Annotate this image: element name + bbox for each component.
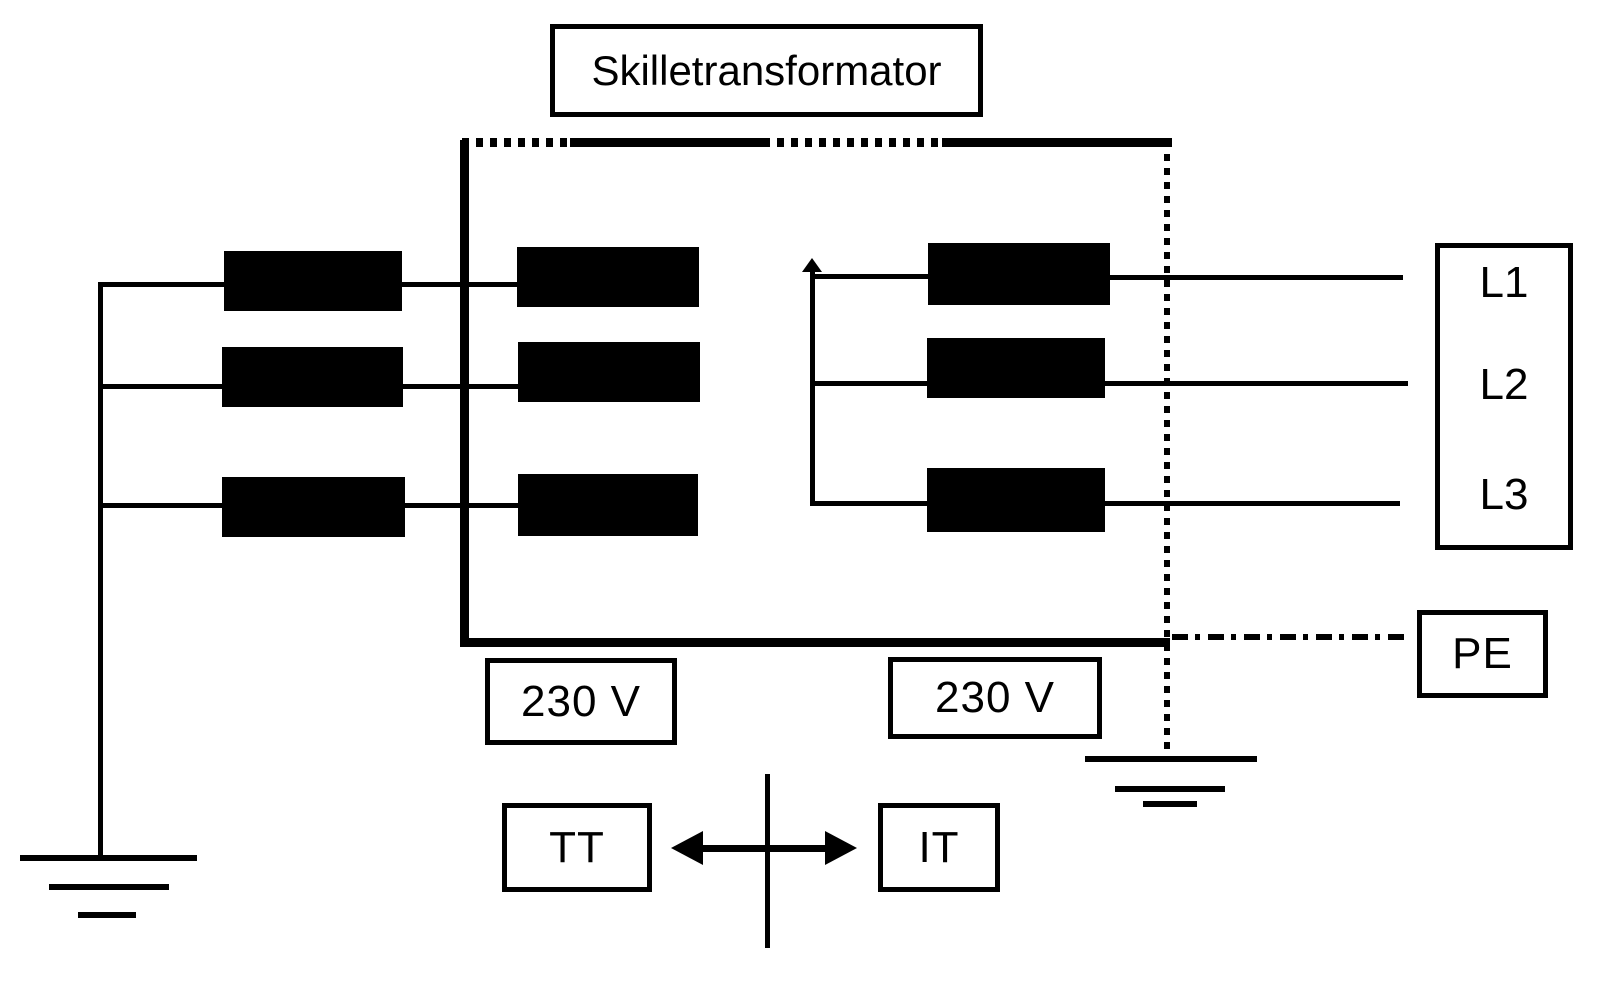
secondary-winding-1 [928, 243, 1110, 305]
selector-divider-line [765, 774, 770, 948]
secondary-voltage-label: 230 V [935, 673, 1055, 722]
supply-earth-bus [98, 282, 103, 857]
primary-link-line-3 [405, 503, 518, 508]
tt-system-label: TT [549, 822, 605, 872]
arrow-left-head-icon [671, 831, 703, 865]
supply-winding-3 [222, 477, 405, 537]
primary-winding-1 [517, 247, 699, 307]
arrow-right-head-icon [825, 831, 857, 865]
double-arrow-shaft [698, 845, 830, 852]
it-system-label: IT [918, 822, 960, 872]
left-earth-symbol-bar-1 [20, 855, 197, 861]
enclosure-bottom-edge [460, 638, 1170, 647]
enclosure-right-edge-dotted [1164, 140, 1170, 758]
primary-link-line-2 [403, 384, 518, 389]
primary-winding-3 [518, 474, 698, 536]
secondary-branch-line-1 [813, 274, 928, 279]
primary-winding-2 [518, 342, 700, 402]
right-earth-symbol-bar-2 [1115, 786, 1225, 792]
title-box: Skilletransformator [550, 24, 983, 117]
primary-voltage-box: 230 V [485, 658, 677, 745]
phase-labels-box: L1 L2 L3 [1435, 243, 1573, 550]
title-text: Skilletransformator [591, 46, 942, 94]
phase-label-l1: L1 [1479, 258, 1529, 307]
pe-label: PE [1452, 629, 1513, 678]
phase-label-l2: L2 [1479, 360, 1529, 409]
neutral-point-arrow-icon [802, 258, 822, 272]
right-earth-symbol-bar-3 [1143, 801, 1197, 807]
left-earth-symbol-bar-3 [78, 912, 136, 918]
secondary-star-bus [810, 272, 815, 506]
secondary-branch-line-3 [813, 501, 927, 506]
right-earth-symbol-bar-1 [1085, 756, 1257, 762]
supply-winding-1 [224, 251, 402, 311]
enclosure-left-edge [460, 140, 469, 645]
tt-system-box: TT [502, 803, 652, 892]
enclosure-top-edge-dotted-1 [462, 138, 570, 147]
secondary-branch-line-2 [813, 381, 927, 386]
phase-output-line-2 [1105, 381, 1408, 386]
pe-box: PE [1417, 610, 1548, 698]
primary-voltage-label: 230 V [521, 676, 641, 726]
secondary-voltage-box: 230 V [888, 657, 1102, 739]
supply-winding-2 [222, 347, 403, 407]
phase-label-l3: L3 [1479, 470, 1529, 519]
enclosure-top-edge-solid-2 [942, 138, 1172, 147]
enclosure-top-edge-dotted-2 [763, 138, 942, 147]
primary-link-line-1 [402, 282, 518, 287]
enclosure-top-edge-solid-1 [570, 138, 763, 147]
it-system-box: IT [878, 803, 1000, 892]
left-earth-symbol-bar-2 [49, 884, 169, 890]
secondary-winding-3 [927, 468, 1105, 532]
phase-output-line-1 [1110, 275, 1403, 280]
phase-output-line-3 [1105, 501, 1400, 506]
secondary-winding-2 [927, 338, 1105, 398]
pe-conductor-line [1172, 634, 1404, 640]
supply-branch-line-3 [98, 503, 222, 508]
supply-branch-line-2 [98, 384, 222, 389]
supply-branch-line-1 [98, 282, 224, 287]
